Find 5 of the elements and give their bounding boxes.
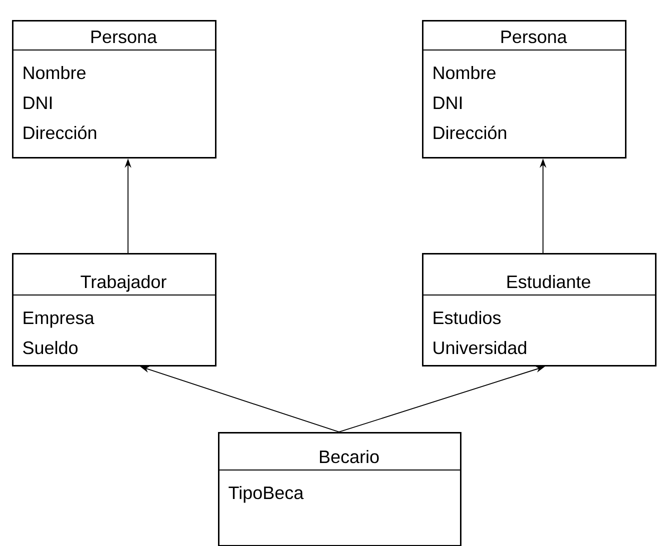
class-box: Trabajador Empresa Sueldo [12, 253, 216, 366]
class-box: Estudiante Estudios Universidad [422, 253, 656, 366]
class-box: Persona Nombre DNI Dirección [12, 20, 216, 158]
class-box: Persona Nombre DNI Dirección [422, 20, 626, 158]
class-box: Becario TipoBeca [218, 432, 462, 546]
